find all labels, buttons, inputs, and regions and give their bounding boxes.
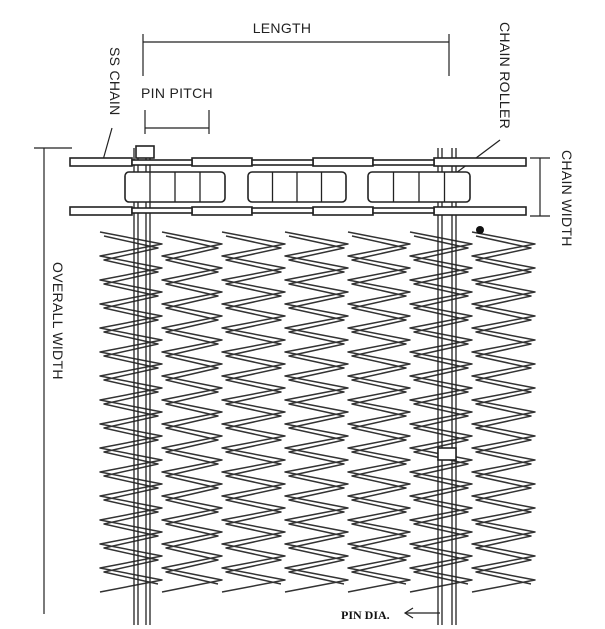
pin-pitch-dimension: PIN PITCH bbox=[141, 85, 213, 134]
wire-spiral bbox=[284, 231, 349, 593]
wire-spiral-inner bbox=[351, 235, 407, 585]
chain-link-plate bbox=[191, 157, 253, 167]
wire-spiral-inner bbox=[103, 235, 159, 585]
pin-dia-label: PIN DIA. bbox=[341, 608, 390, 622]
chain-roller-callout: CHAIN ROLLER bbox=[451, 22, 513, 177]
wire-spiral bbox=[221, 231, 286, 593]
chain-link-plate bbox=[312, 157, 374, 167]
wire-spiral-inner bbox=[165, 235, 219, 585]
length-label: LENGTH bbox=[253, 20, 312, 36]
chain-link-plate bbox=[251, 159, 314, 166]
wire-spiral-inner bbox=[225, 235, 282, 585]
wire-spiral bbox=[347, 231, 411, 593]
overall-width-label: OVERALL WIDTH bbox=[50, 262, 66, 380]
chain-pin-head bbox=[135, 145, 155, 159]
wire-spiral bbox=[409, 231, 473, 593]
wire-spiral-inner bbox=[413, 235, 469, 585]
wire-mesh bbox=[99, 231, 536, 593]
wire-spiral bbox=[161, 231, 223, 593]
cross-rods bbox=[133, 148, 457, 625]
chain-link-plate bbox=[191, 206, 253, 216]
chain-width-label: CHAIN WIDTH bbox=[559, 150, 575, 247]
chain-link-plate bbox=[251, 207, 314, 214]
length-dimension: LENGTH bbox=[142, 20, 450, 76]
chain-roller-label: CHAIN ROLLER bbox=[497, 22, 513, 129]
wire-spiral bbox=[471, 231, 536, 593]
ss-chain-callout: SS CHAIN bbox=[102, 47, 123, 161]
chain-link-plate bbox=[312, 206, 374, 216]
chain-link-plate bbox=[131, 159, 193, 166]
chain-link-plate bbox=[69, 206, 133, 216]
chain-pin-head bbox=[437, 447, 457, 461]
chain-link-plate bbox=[372, 159, 435, 166]
wire-spiral-inner bbox=[475, 235, 532, 585]
ss-chain-label: SS CHAIN bbox=[107, 47, 123, 116]
pin-pitch-label: PIN PITCH bbox=[141, 85, 213, 101]
pin-dia-callout: PIN DIA. bbox=[341, 607, 440, 622]
chain-link-plate bbox=[433, 206, 527, 216]
chain-link-plate bbox=[433, 157, 527, 167]
roller-dot-marker bbox=[476, 226, 484, 234]
chain-link-plate bbox=[372, 207, 435, 214]
roller-chain bbox=[69, 145, 527, 461]
overall-width-dimension: OVERALL WIDTH bbox=[34, 147, 72, 614]
wire-spiral-inner bbox=[288, 235, 345, 585]
chain-link-plate bbox=[69, 157, 133, 167]
chain-link-plate bbox=[131, 207, 193, 214]
wire-spiral bbox=[99, 231, 163, 593]
chain-width-dimension: CHAIN WIDTH bbox=[530, 150, 575, 247]
